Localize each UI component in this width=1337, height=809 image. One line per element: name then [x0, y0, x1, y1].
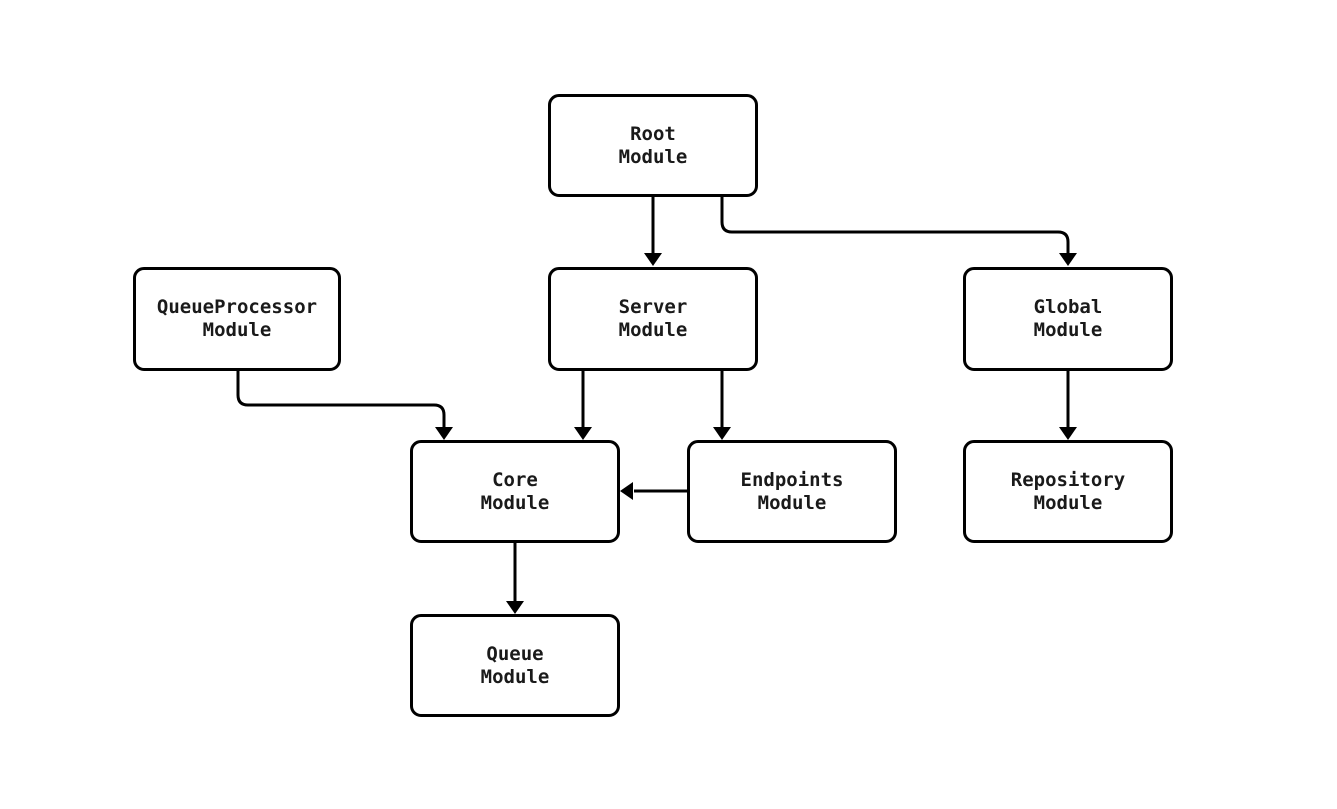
- node-label-global: Global Module: [1033, 296, 1103, 341]
- edge-server-endpoints: [713, 371, 731, 440]
- edge-queueprocessor-core: [236, 371, 453, 440]
- edge-endpoints-core: [620, 482, 687, 500]
- arrowhead-icon-queueprocessor-core: [435, 427, 453, 440]
- arrowhead-icon-server-core: [574, 427, 592, 440]
- node-label-root: Root Module: [618, 122, 688, 168]
- node-queue[interactable]: Queue Module: [410, 614, 620, 717]
- edge-server-core: [574, 371, 592, 440]
- edge-line-root-global: [720, 197, 1070, 254]
- node-endpoints[interactable]: Endpoints Module: [687, 440, 897, 543]
- node-label-queueprocessor: QueueProcessor Module: [156, 296, 318, 341]
- edge-global-repository: [1059, 371, 1077, 440]
- node-label-queue: Queue Module: [480, 642, 550, 688]
- arrowhead-icon-endpoints-core: [620, 482, 633, 500]
- node-label-server: Server Module: [618, 296, 688, 341]
- arrowhead-icon-core-queue: [506, 601, 524, 614]
- arrowhead-icon-global-repository: [1059, 427, 1077, 440]
- edge-core-queue: [506, 543, 524, 614]
- arrowhead-icon-root-global: [1059, 253, 1077, 266]
- node-server[interactable]: Server Module: [548, 267, 758, 371]
- node-core[interactable]: Core Module: [410, 440, 620, 543]
- edge-root-global: [720, 197, 1077, 266]
- edge-line-queueprocessor-core: [236, 371, 446, 428]
- node-label-endpoints: Endpoints Module: [740, 468, 844, 514]
- edge-root-server: [644, 197, 662, 266]
- arrowhead-icon-root-server: [644, 253, 662, 266]
- node-label-repository: Repository Module: [1010, 468, 1126, 514]
- node-queueprocessor[interactable]: QueueProcessor Module: [133, 267, 341, 371]
- arrowhead-icon-server-endpoints: [713, 427, 731, 440]
- node-root[interactable]: Root Module: [548, 94, 758, 197]
- node-global[interactable]: Global Module: [963, 267, 1173, 371]
- node-label-core: Core Module: [480, 468, 550, 514]
- node-repository[interactable]: Repository Module: [963, 440, 1173, 543]
